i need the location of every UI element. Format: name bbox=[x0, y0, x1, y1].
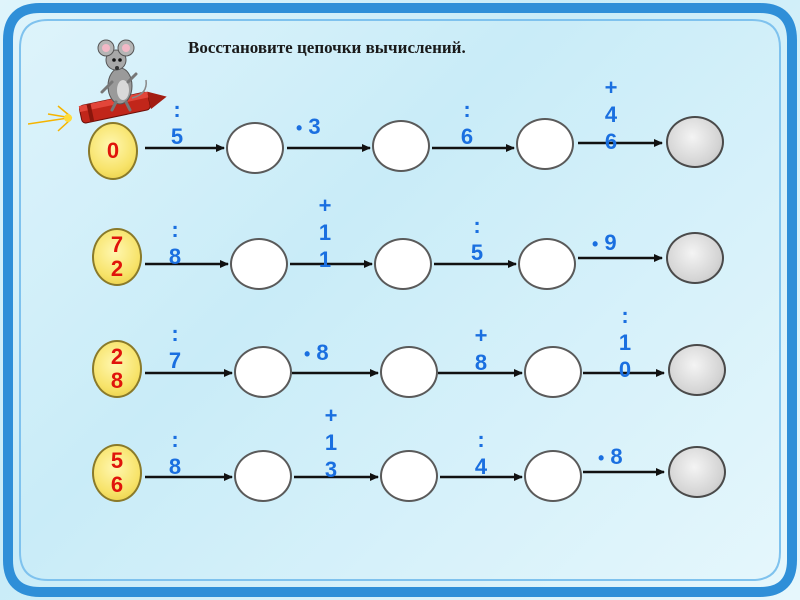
answer-slot[interactable] bbox=[524, 346, 582, 398]
operation-label: •8 bbox=[598, 444, 623, 471]
answer-slot[interactable] bbox=[524, 450, 582, 502]
operation-value: 8 bbox=[610, 444, 623, 469]
answer-slot[interactable] bbox=[380, 450, 438, 502]
answer-slot[interactable] bbox=[230, 238, 288, 290]
start-digit: 2 bbox=[110, 344, 124, 369]
start-digit: 7 bbox=[110, 232, 124, 257]
operation-label: •8 bbox=[304, 340, 329, 367]
start-digit: 2 bbox=[110, 256, 124, 281]
result-slot[interactable] bbox=[668, 446, 726, 498]
page-title: Восстановите цепочки вычислений. bbox=[188, 38, 466, 57]
result-slot[interactable] bbox=[666, 232, 724, 284]
operation-value: 9 bbox=[604, 230, 617, 255]
answer-slot[interactable] bbox=[518, 238, 576, 290]
start-number: 2 8 bbox=[92, 340, 142, 398]
operation-value: 3 bbox=[308, 114, 321, 139]
operation-label: : 6 bbox=[460, 97, 474, 149]
operation-label: •9 bbox=[592, 230, 617, 257]
operation-label: : 7 bbox=[168, 321, 182, 373]
result-slot[interactable] bbox=[668, 344, 726, 396]
start-digit: 5 bbox=[110, 448, 124, 473]
result-slot[interactable] bbox=[666, 116, 724, 168]
operation-label: : 8 bbox=[168, 217, 182, 269]
operation-label: : 1 0 bbox=[618, 303, 632, 382]
answer-slot[interactable] bbox=[372, 120, 430, 172]
multiply-dot-icon: • bbox=[598, 448, 605, 468]
start-number: 5 6 bbox=[92, 444, 142, 502]
start-digit: 0 bbox=[106, 138, 120, 163]
start-digit: 8 bbox=[110, 368, 124, 393]
operation-label: : 4 bbox=[474, 427, 488, 479]
multiply-dot-icon: • bbox=[296, 118, 303, 138]
start-number: 0 bbox=[88, 122, 138, 180]
answer-slot[interactable] bbox=[374, 238, 432, 290]
operation-label: + 8 bbox=[474, 323, 488, 375]
mouse-rocket-icon bbox=[28, 39, 167, 132]
answer-slot[interactable] bbox=[226, 122, 284, 174]
operation-label: + 1 1 bbox=[318, 193, 332, 272]
operation-label: + 1 3 bbox=[324, 403, 338, 482]
answer-slot[interactable] bbox=[234, 450, 292, 502]
operation-label: •3 bbox=[296, 114, 321, 141]
operation-label: : 5 bbox=[170, 97, 184, 149]
multiply-dot-icon: • bbox=[592, 234, 599, 254]
operation-value: 8 bbox=[316, 340, 329, 365]
answer-slot[interactable] bbox=[380, 346, 438, 398]
answer-slot[interactable] bbox=[516, 118, 574, 170]
start-number: 7 2 bbox=[92, 228, 142, 286]
multiply-dot-icon: • bbox=[304, 344, 311, 364]
operation-label: : 5 bbox=[470, 213, 484, 265]
operation-label: : 8 bbox=[168, 427, 182, 479]
answer-slot[interactable] bbox=[234, 346, 292, 398]
start-digit: 6 bbox=[110, 472, 124, 497]
operation-label: + 4 6 bbox=[604, 75, 618, 154]
